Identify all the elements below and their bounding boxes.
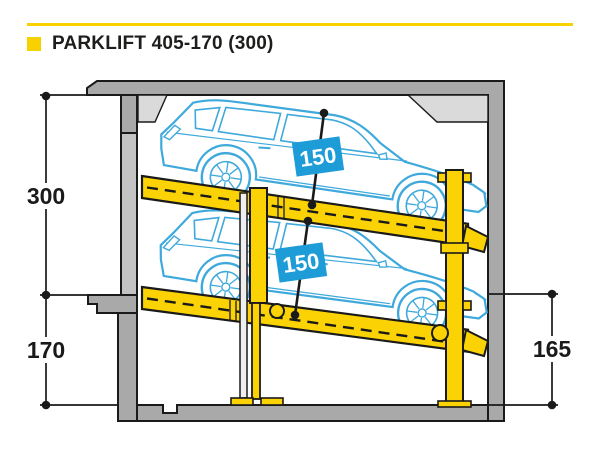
dimension-numbers: 300 170 165 bbox=[20, 183, 578, 363]
lower-car-height-value: 150 bbox=[281, 248, 321, 278]
dimension-dots bbox=[41, 91, 557, 410]
right-column bbox=[437, 169, 472, 408]
hydraulic-cylinder bbox=[239, 192, 248, 399]
lower-car-height-dim: 150 bbox=[274, 216, 328, 320]
left-wall-lower bbox=[120, 132, 138, 296]
upper-car-height-dim: 150 bbox=[291, 108, 345, 210]
pit-depth-side-value: 170 bbox=[27, 337, 65, 363]
upper-car-height-badge bbox=[291, 136, 345, 177]
ceiling-height-value: 300 bbox=[27, 183, 65, 209]
header: PARKLIFT 405-170 (300) bbox=[27, 33, 274, 55]
pulleys bbox=[269, 303, 449, 342]
page-title: PARKLIFT 405-170 (300) bbox=[52, 33, 274, 54]
header-rule bbox=[27, 23, 573, 26]
pit-depth-entry-value: 165 bbox=[533, 336, 572, 362]
upper-car-height-value: 150 bbox=[298, 142, 338, 172]
ground-ledge bbox=[87, 294, 138, 314]
right-soffit bbox=[406, 94, 489, 123]
lower-platform-end-flap bbox=[460, 328, 490, 358]
pit-floor bbox=[136, 404, 489, 422]
left-wall-upper bbox=[120, 94, 138, 134]
title-bullet-icon bbox=[27, 37, 41, 51]
ceiling-and-right-wall bbox=[86, 80, 505, 422]
left-soffit bbox=[137, 94, 169, 123]
left-column bbox=[230, 187, 284, 406]
lower-car-height-badge bbox=[274, 242, 328, 283]
left-wall-pit bbox=[117, 312, 138, 422]
